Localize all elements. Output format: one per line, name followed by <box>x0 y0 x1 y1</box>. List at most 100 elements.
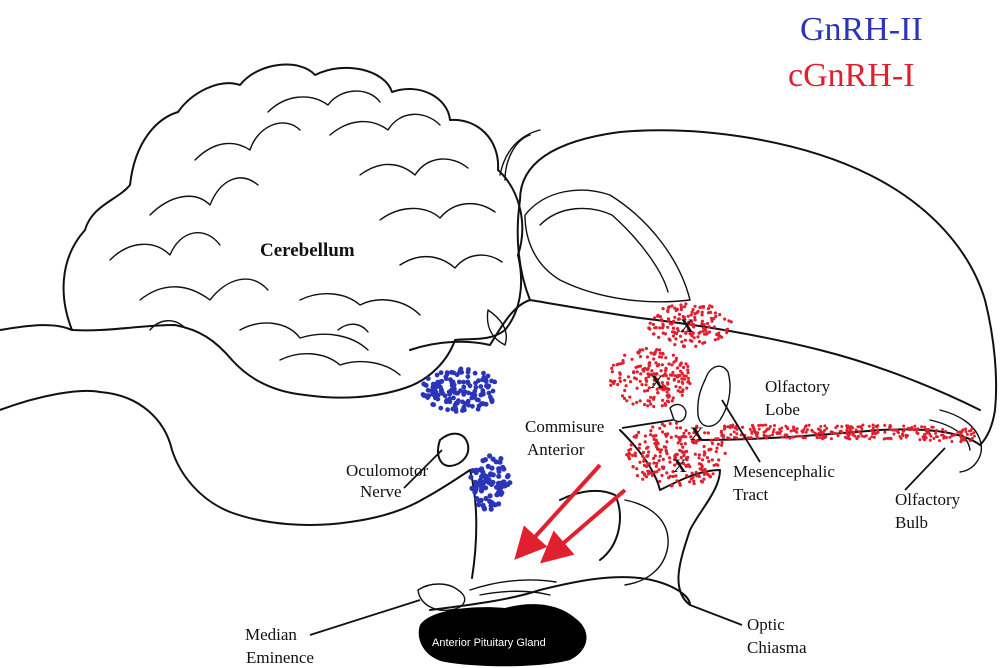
cgnrh1-dot <box>709 475 712 478</box>
cgnrh1-dot <box>750 430 753 433</box>
gnrh2-dot <box>460 400 465 405</box>
cgnrh1-dot <box>678 437 681 440</box>
cgnrh1-dot <box>619 373 622 376</box>
cgnrh1-dot <box>677 380 680 383</box>
cgnrh1-dot <box>652 457 655 460</box>
cgnrh1-dot <box>680 306 683 309</box>
gnrh2-dot <box>476 378 481 383</box>
cross-marker-1: X <box>680 316 694 337</box>
gnrh2-dot <box>479 498 484 503</box>
gnrh2-dot <box>489 379 494 384</box>
cgnrh1-dot <box>670 322 673 325</box>
cgnrh1-dot <box>692 479 695 482</box>
cgnrh1-dot <box>657 336 660 339</box>
cgnrh1-dot <box>678 374 681 377</box>
cgnrh1-dot <box>609 384 612 387</box>
cgnrh1-dot <box>645 347 648 350</box>
cgnrh1-dot <box>823 424 826 427</box>
cgnrh1-dot <box>676 366 679 369</box>
cgnrh1-dot <box>667 317 670 320</box>
cgnrh1-dot <box>902 425 905 428</box>
gnrh2-dot <box>486 384 491 389</box>
gnrh2-dot <box>443 393 448 398</box>
gnrh2-dot <box>445 370 450 375</box>
cgnrh1-dot <box>688 465 691 468</box>
cgnrh1-dot <box>726 425 729 428</box>
cgnrh1-dot <box>716 437 719 440</box>
cgnrh1-dot <box>733 430 736 433</box>
cgnrh1-dot <box>717 443 720 446</box>
cgnrh1-dot <box>707 311 710 314</box>
cgnrh1-dot <box>914 428 917 431</box>
cgnrh1-dot <box>665 471 668 474</box>
cgnrh1-dot <box>644 377 647 380</box>
cgnrh1-dot <box>932 437 935 440</box>
cgnrh1-dot <box>686 365 689 368</box>
cgnrh1-dot <box>713 325 716 328</box>
cgnrh1-dot <box>639 355 642 358</box>
cgnrh1-dot <box>870 435 873 438</box>
gnrh2-dot <box>481 371 486 376</box>
gnrh2-dot <box>438 406 443 411</box>
cgnrh1-dot <box>668 461 671 464</box>
cgnrh1-dot <box>902 430 905 433</box>
cgnrh1-dot <box>735 436 738 439</box>
cgnrh1-dot <box>642 460 645 463</box>
cgnrh1-dot <box>666 390 669 393</box>
cgnrh1-dot <box>675 426 678 429</box>
cgnrh1-dot <box>681 446 684 449</box>
cgnrh1-dot <box>656 315 659 318</box>
cgnrh1-dot <box>736 428 739 431</box>
cgnrh1-dot <box>661 399 664 402</box>
cgnrh1-dot <box>960 439 963 442</box>
cgnrh1-dot <box>932 426 935 429</box>
gnrh2-dot <box>474 470 479 475</box>
cgnrh1-dot <box>667 377 670 380</box>
cgnrh1-dot <box>695 474 698 477</box>
gnrh2-dot <box>439 370 444 375</box>
cgnrh1-dot <box>886 437 889 440</box>
optic-chiasma-label-1: Optic <box>747 615 785 634</box>
cgnrh1-dot <box>651 425 654 428</box>
cgnrh1-dot <box>644 440 647 443</box>
gnrh2-dot <box>438 385 443 390</box>
cgnrh1-dot <box>666 326 669 329</box>
gnrh2-dot <box>483 485 488 490</box>
cgnrh1-dot <box>883 424 886 427</box>
cgnrh1-dot <box>665 374 668 377</box>
cgnrh1-dot <box>690 340 693 343</box>
cgnrh1-dot <box>679 426 682 429</box>
cgnrh1-dot <box>646 355 649 358</box>
cgnrh1-dot <box>682 345 685 348</box>
gnrh2-dot <box>502 483 507 488</box>
cgnrh1-dot <box>860 427 863 430</box>
cgnrh1-dot <box>684 429 687 432</box>
cgnrh1-dot <box>631 454 634 457</box>
cgnrh1-dot <box>697 332 700 335</box>
cgnrh1-dot <box>671 371 674 374</box>
cgnrh1-dot <box>688 480 691 483</box>
cgnrh1-dot <box>684 339 687 342</box>
gnrh2-dot <box>455 372 460 377</box>
gnrh2-dot <box>421 382 426 387</box>
cgnrh1-dot <box>673 343 676 346</box>
cgnrh1-dot <box>804 436 807 439</box>
cgnrh1-dot <box>634 454 637 457</box>
cgnrh1-dot <box>640 383 643 386</box>
cerebellum-label: Cerebellum <box>260 240 355 261</box>
cgnrh1-dot <box>928 433 931 436</box>
olfactory-lobe-label-1: Olfactory <box>765 377 831 396</box>
oculomotor-nerve-shape <box>438 434 468 466</box>
cgnrh1-dot <box>709 448 712 451</box>
cgnrh1-dot <box>741 426 744 429</box>
cgnrh1-dot <box>676 327 679 330</box>
cgnrh1-dot <box>655 470 658 473</box>
cgnrh1-dot <box>845 429 848 432</box>
cgnrh1-dot <box>923 434 926 437</box>
cgnrh1-dot <box>645 465 648 468</box>
cgnrh1-dot <box>722 436 725 439</box>
cgnrh1-dot <box>658 355 661 358</box>
cgnrh1-dot <box>875 425 878 428</box>
cgnrh1-dot <box>653 316 656 319</box>
cgnrh1-dot <box>670 304 673 307</box>
